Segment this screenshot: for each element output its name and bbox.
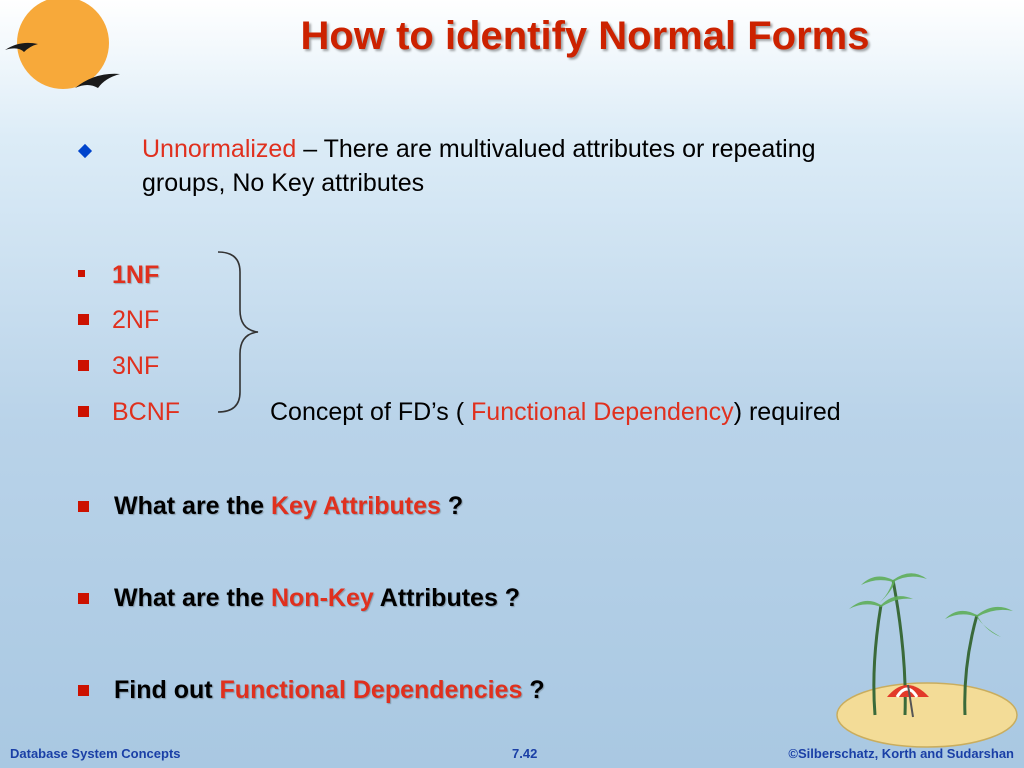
footer-page-number: 7.42 xyxy=(512,746,538,761)
right-brace-icon xyxy=(217,251,259,413)
bird-icon xyxy=(5,42,38,52)
question-prefix: What are the xyxy=(114,492,271,520)
question-non-key-attributes: What are the Non-Key Attributes ? xyxy=(114,581,520,615)
question-suffix: ? xyxy=(522,676,545,704)
fd-note-prefix: Concept of FD’s ( xyxy=(270,398,472,426)
footer-left: Database System Concepts xyxy=(10,746,181,761)
question-functional-dependencies: Find out Functional Dependencies ? xyxy=(114,673,545,707)
nf-item-1nf: 1NF xyxy=(112,261,160,289)
question-term: Non-Key xyxy=(270,584,374,612)
palm-leaves-icon xyxy=(849,573,1013,637)
small-square-bullet-icon xyxy=(78,270,85,277)
slide-title: How to identify Normal Forms xyxy=(300,14,870,58)
question-key-attributes: What are the Key Attributes ? xyxy=(114,489,463,523)
island-sand-icon xyxy=(836,682,1018,748)
square-bullet-icon xyxy=(78,360,89,371)
square-bullet-icon xyxy=(78,406,89,417)
diamond-bullet-icon xyxy=(77,143,93,159)
square-bullet-icon xyxy=(78,314,89,325)
fd-note-term: Functional Dependency xyxy=(471,398,734,426)
bird-icon xyxy=(75,73,120,88)
sun-icon xyxy=(17,0,109,89)
square-bullet-icon xyxy=(78,501,89,512)
palm-tree-icon xyxy=(872,579,979,716)
nf-item-3nf: 3NF xyxy=(112,352,160,380)
fd-note: Concept of FD’s ( Functional Dependency)… xyxy=(270,395,841,429)
palm-island-illustration xyxy=(836,573,1018,748)
square-bullet-icon xyxy=(78,593,89,604)
question-term: Functional Dependencies xyxy=(219,676,523,704)
question-suffix: Attributes ? xyxy=(373,584,521,612)
beach-umbrella-icon xyxy=(887,684,929,718)
square-bullet-icon xyxy=(78,685,89,696)
question-prefix: Find out xyxy=(114,676,220,704)
question-prefix: What are the xyxy=(114,584,271,612)
fd-note-suffix: ) required xyxy=(733,398,841,426)
unnormalized-desc-1: – There are multivalued attributes or re… xyxy=(296,135,816,163)
nf-item-bcnf: BCNF xyxy=(112,398,181,426)
unnormalized-desc-2: groups, No Key attributes xyxy=(142,169,425,197)
sun-birds-logo xyxy=(5,0,120,89)
question-suffix: ? xyxy=(440,492,464,520)
question-term: Key Attributes xyxy=(270,492,441,520)
footer-copyright: ©Silberschatz, Korth and Sudarshan xyxy=(788,746,1014,761)
nf-item-2nf: 2NF xyxy=(112,306,160,334)
unnormalized-item: Unnormalized – There are multivalued att… xyxy=(142,132,942,200)
unnormalized-term: Unnormalized xyxy=(142,135,297,163)
